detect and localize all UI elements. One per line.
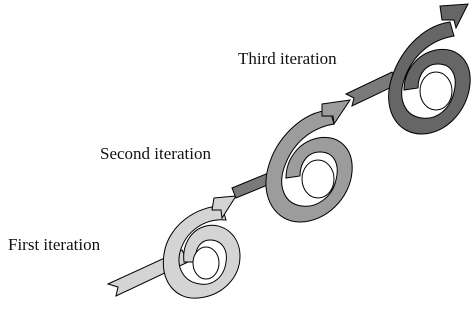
iteration-1 — [106, 195, 241, 299]
iteration-3-hole — [419, 71, 453, 111]
third-iteration-label: Third iteration — [238, 49, 337, 68]
iteration-1-arrowhead — [211, 195, 237, 220]
iteration-3 — [388, 3, 471, 135]
first-iteration-label: First iteration — [8, 235, 101, 254]
connector-1-2 — [231, 173, 271, 199]
iteration-2-loop — [265, 109, 353, 223]
iteration-1-loop — [162, 205, 241, 299]
second-iteration-label: Second iteration — [100, 144, 211, 163]
iteration-3-arrowhead — [439, 3, 469, 30]
iteration-1-hole — [192, 246, 220, 280]
connector-2-3 — [344, 71, 399, 107]
iteration-2-arrowhead — [321, 99, 352, 126]
iteration-3-loop — [388, 21, 471, 135]
iteration-2-hole — [301, 159, 335, 199]
iteration-2 — [265, 99, 353, 223]
